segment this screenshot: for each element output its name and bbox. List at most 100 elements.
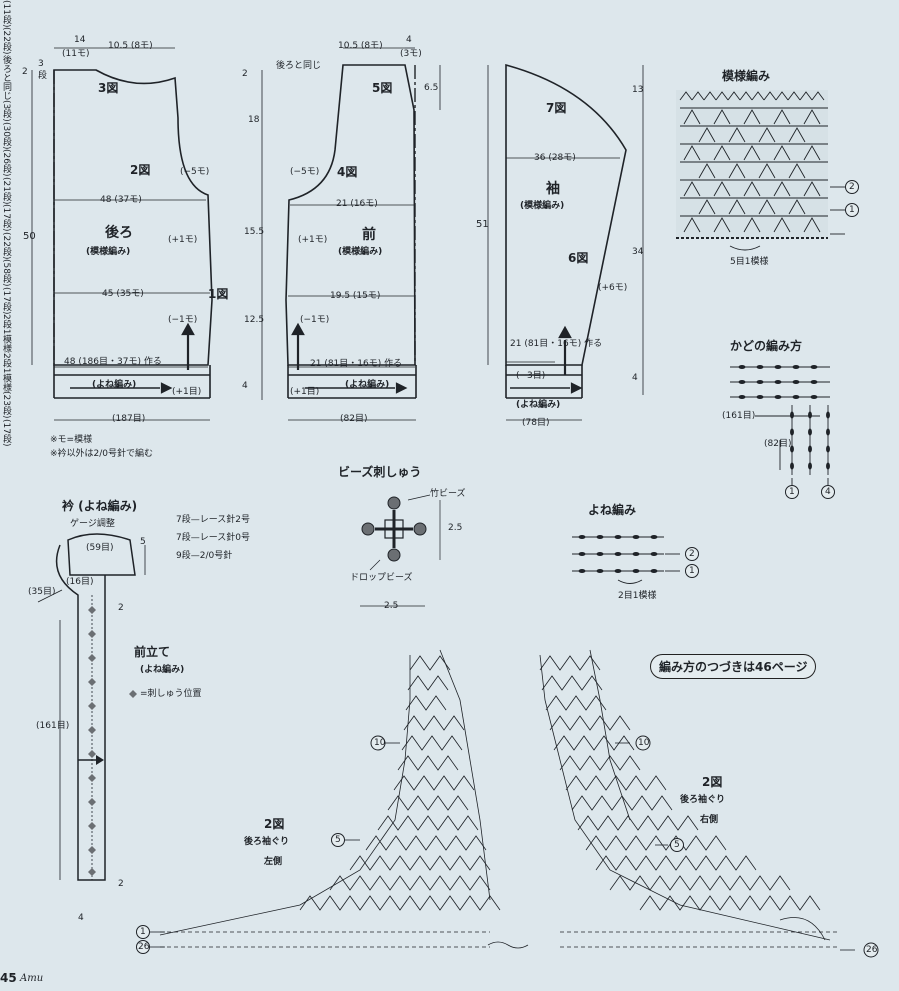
front-minus1: (−1モ) xyxy=(300,315,330,325)
front-fig-4: 4図 xyxy=(337,165,358,179)
pattern-rows-label: 2段1模様 xyxy=(1,314,11,353)
yone-marker-1: 1 xyxy=(689,566,695,576)
page-number: 45 xyxy=(0,971,17,985)
yone-rows-label: 2段1模様 xyxy=(1,352,11,392)
fig2-right-marker-10: 10 xyxy=(638,738,650,748)
sleeve-r34: 34 xyxy=(632,247,644,257)
back-plus1-st: (+1目) xyxy=(172,387,202,397)
back-top-rows-b: 3 xyxy=(38,59,44,69)
fig2-right-title: 2図 xyxy=(702,775,723,789)
front-col-3rows: (3段) xyxy=(1,99,11,122)
placket-rows-4: 4 xyxy=(78,913,84,923)
collar-needle-2: 7段—レース針0号 xyxy=(176,533,251,543)
back-outline xyxy=(53,69,213,366)
embroidery-marks xyxy=(88,606,137,876)
back-fig-2: 2図 xyxy=(130,163,151,177)
placket-mark-top: 2 xyxy=(118,603,124,613)
front-bottom-width: 21 (81目・16モ) 作る xyxy=(310,359,403,369)
front-col-17: (17段) xyxy=(1,204,11,232)
fig2-left-title: 2図 xyxy=(264,817,285,831)
back-bottom-width: 48 (186目・37モ) 作る xyxy=(64,357,162,367)
fig2-right-marker-26: 26 xyxy=(866,945,878,955)
pattern-chart-title: 模様編み xyxy=(722,69,771,83)
corner-82: (82目) xyxy=(764,439,792,449)
sleeve-fig-6: 6図 xyxy=(568,251,589,265)
front-pattern: (模様編み) xyxy=(338,247,383,257)
pattern-marker-1: 1 xyxy=(849,205,855,215)
yone-marker-2: 2 xyxy=(689,549,695,559)
back-top-rows-a: 2 xyxy=(22,67,28,77)
placket-161: (161目) xyxy=(36,721,70,731)
placket-legend: =刺しゅう位置 xyxy=(140,689,202,699)
sleeve-height: 51 xyxy=(476,219,489,230)
front-plus1: (+1モ) xyxy=(298,235,328,245)
armhole-chart-left xyxy=(150,649,501,948)
back-w48: 48 (37モ) xyxy=(100,195,142,205)
front-shoulder-st: (3モ) xyxy=(400,49,422,59)
front-col-26: (26段) xyxy=(1,149,11,177)
front-col-4: 4 xyxy=(242,381,248,391)
bead-motif xyxy=(360,494,441,607)
fig2-left-marker-26: 26 xyxy=(138,942,150,952)
back-neck-width: 10.5 (8モ) xyxy=(108,41,153,51)
fig2-left-marker-10: 10 xyxy=(374,738,386,748)
front-col-18: 18 xyxy=(248,115,260,125)
front-r-top2: (22段) xyxy=(1,27,11,55)
corner-marker-4: 4 xyxy=(825,487,831,497)
collar-placket xyxy=(37,533,146,881)
sleeve-pattern: (模様編み) xyxy=(520,201,565,211)
front-w21: 21 (16モ) xyxy=(336,199,378,209)
beads-drop: ドロップビーズ xyxy=(350,573,413,583)
collar-59: (59目) xyxy=(86,543,114,553)
collar-gauge: ゲージ調整 xyxy=(70,519,115,529)
corner-marker-1: 1 xyxy=(789,487,795,497)
front-rib: (よね編み) xyxy=(345,380,390,390)
beads-width: 2.5 xyxy=(384,601,399,611)
back-fig-1: 1図 xyxy=(208,287,229,301)
corner-title: かどの編み方 xyxy=(730,339,803,353)
sleeve-r22: (22段) xyxy=(1,231,11,260)
front-fig-5: 5図 xyxy=(372,81,393,95)
back-bottom-stitches: (187目) xyxy=(112,414,146,424)
sleeve-outline xyxy=(505,63,627,366)
sleeve-w36: 36 (28モ) xyxy=(534,153,576,163)
sleeve-r13: 13 xyxy=(632,85,644,95)
sleeve-rib: (よね編み) xyxy=(516,400,561,410)
sleeve-title: 袖 xyxy=(546,181,560,197)
placket-rows-17: (17段) xyxy=(1,418,11,446)
front-shoulder-w: 4 xyxy=(406,35,412,45)
collar-needle-3: 9段—2/0号針 xyxy=(176,551,233,561)
collar-35: (35目) xyxy=(28,587,56,597)
yone-title: よね編み xyxy=(588,503,637,517)
front-title: 前 xyxy=(362,227,376,243)
front-plus1-st: (+1目) xyxy=(290,387,320,397)
back-minus5: (−5モ) xyxy=(180,167,210,177)
legend-needle: ※衿以外は2/0号針で編む xyxy=(50,449,154,459)
fig2-right-line1: 後ろ袖ぐり xyxy=(680,795,726,805)
fig2-left-line1: 後ろ袖ぐり xyxy=(244,837,290,847)
back-rib: (よね編み) xyxy=(92,380,137,390)
sleeve-r4: 4 xyxy=(632,373,638,383)
front-col-125: 12.5 xyxy=(244,315,265,325)
front-col-2: 2 xyxy=(242,69,248,79)
collar-needle-1: 7段—レース針2号 xyxy=(176,515,251,525)
front-same-as-back-vertical: 後ろと同じ xyxy=(1,54,11,100)
back-w45: 45 (35モ) xyxy=(102,289,144,299)
sleeve-r17: (17段) xyxy=(1,286,11,315)
back-fig-3: 3図 xyxy=(98,81,119,95)
back-pattern: (模様編み) xyxy=(86,247,131,257)
yone-stitch-label: 2目1模様 xyxy=(618,591,657,601)
beads-title: ビーズ刺しゅう xyxy=(338,465,422,479)
sleeve-minus3: (−3目) xyxy=(516,371,546,381)
legend-mo: ※モ=模様 xyxy=(50,435,93,445)
back-shoulder-stitch: (11モ) xyxy=(62,49,90,59)
collar-title: 衿 (よね編み) xyxy=(62,499,138,513)
placket-pattern: (よね編み) xyxy=(140,665,185,675)
sleeve-fig-7: 7図 xyxy=(546,101,567,115)
yone-chart xyxy=(572,535,680,584)
pattern-marker-2: 2 xyxy=(849,182,855,192)
shell-pattern-chart xyxy=(676,90,845,251)
corner-chart xyxy=(730,365,830,486)
